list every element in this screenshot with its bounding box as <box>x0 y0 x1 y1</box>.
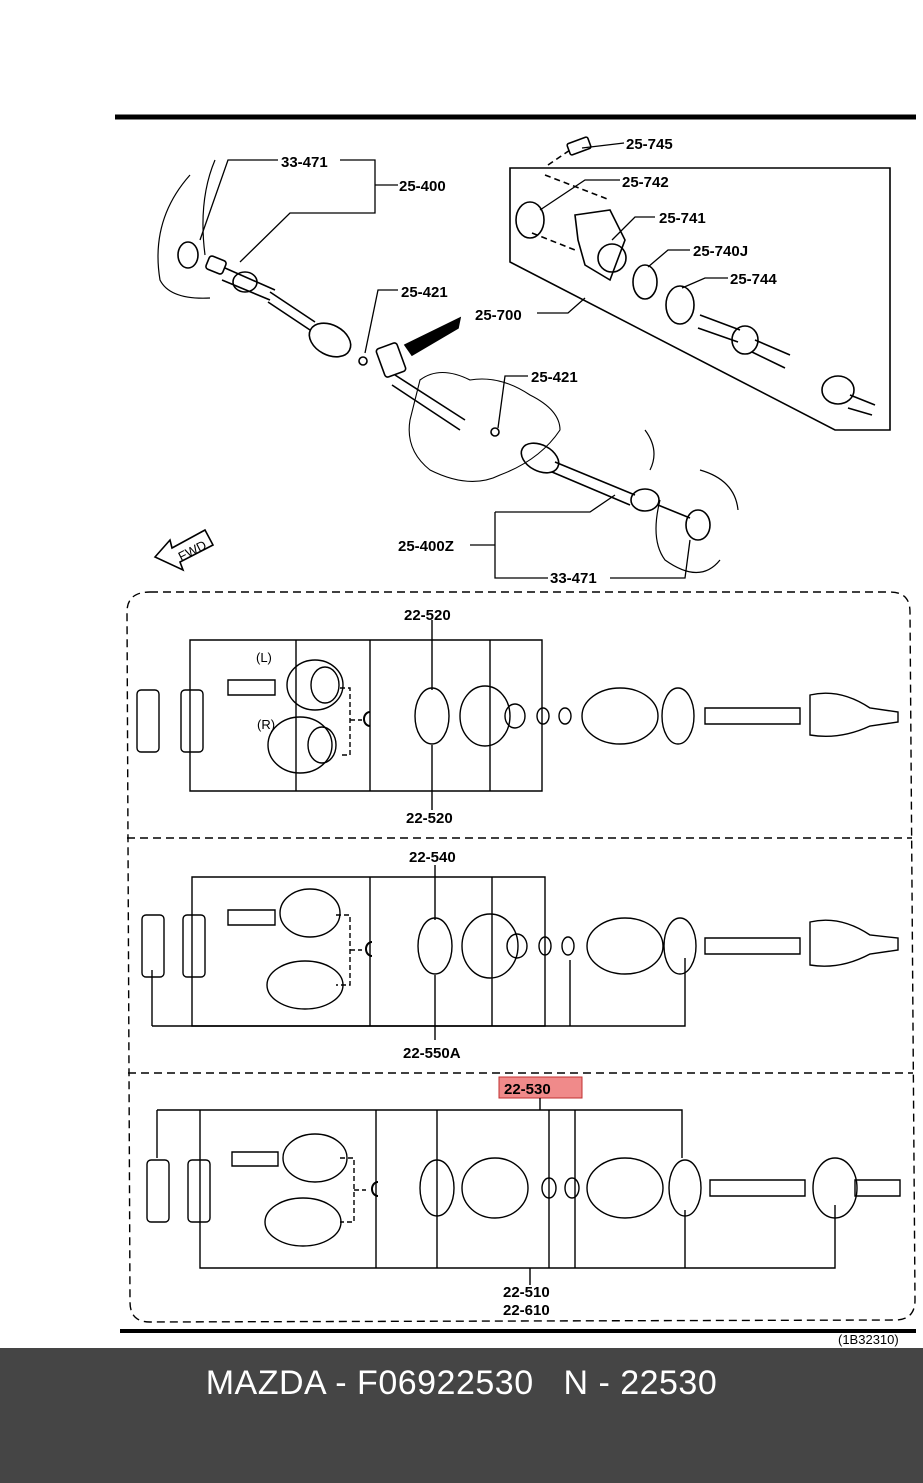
panel-2-bottom-label: 22-550A <box>403 1045 461 1062</box>
callout-25-400: 25-400 <box>399 178 446 195</box>
parts-diagram: 33-471 25-400 25-421 25-421 25-745 25-74… <box>115 114 916 1347</box>
callout-25-740j: 25-740J <box>693 243 748 260</box>
inset-frame <box>509 167 891 431</box>
figure-code: (1B32310) <box>838 1332 899 1347</box>
panel-3-highlight-label: 22-530 <box>504 1081 551 1098</box>
panel-1-left-tag: (L) <box>256 650 272 665</box>
callout-25-421-a: 25-421 <box>401 284 448 301</box>
bearing-25-740J <box>632 264 658 300</box>
callout-25-400z: 25-400Z <box>398 538 454 555</box>
footer-bar: MAZDA - F06922530 N - 22530 <box>0 1348 923 1483</box>
callout-33-471-top: 33-471 <box>281 154 328 171</box>
seal-25-742 <box>515 201 545 239</box>
inner-joint-right <box>520 442 560 474</box>
callout-25-744: 25-744 <box>730 271 777 288</box>
panel-1-top-label: 22-520 <box>404 607 451 624</box>
seal-25-744 <box>665 285 695 325</box>
callout-25-700: 25-700 <box>475 307 522 324</box>
fwd-arrow <box>153 528 215 572</box>
panel-1-bottom-label: 22-520 <box>406 810 453 827</box>
part-number-caption: MAZDA - F06922530 N - 22530 <box>205 1364 718 1402</box>
drive-shaft-assembly-view <box>153 136 891 579</box>
panel-1-right-tag: (R) <box>257 717 275 732</box>
panel-3-bottom-label-2: 22-610 <box>503 1302 550 1319</box>
bracket-25-741 <box>574 209 626 282</box>
callout-25-745: 25-745 <box>626 136 673 153</box>
panel-3-bottom-label-1: 22-510 <box>503 1284 550 1301</box>
callout-25-421-b: 25-421 <box>531 369 578 386</box>
inner-joint-left <box>308 322 352 358</box>
panel-1-kit-22-520 <box>136 620 899 810</box>
panel-2-top-label: 22-540 <box>409 849 456 866</box>
fwd-label: FWD <box>176 537 209 564</box>
callout-25-741: 25-741 <box>659 210 706 227</box>
panel-3-kit-22-530 <box>146 1098 901 1285</box>
panel-2-kit-22-540 <box>141 865 899 1040</box>
hub-nut-right <box>685 509 711 541</box>
callout-25-742: 25-742 <box>622 174 669 191</box>
callout-33-471-bottom: 33-471 <box>550 570 597 587</box>
hub-nut-left <box>177 241 199 269</box>
bolt-25-745 <box>566 136 592 156</box>
panel-frame <box>126 591 916 1323</box>
